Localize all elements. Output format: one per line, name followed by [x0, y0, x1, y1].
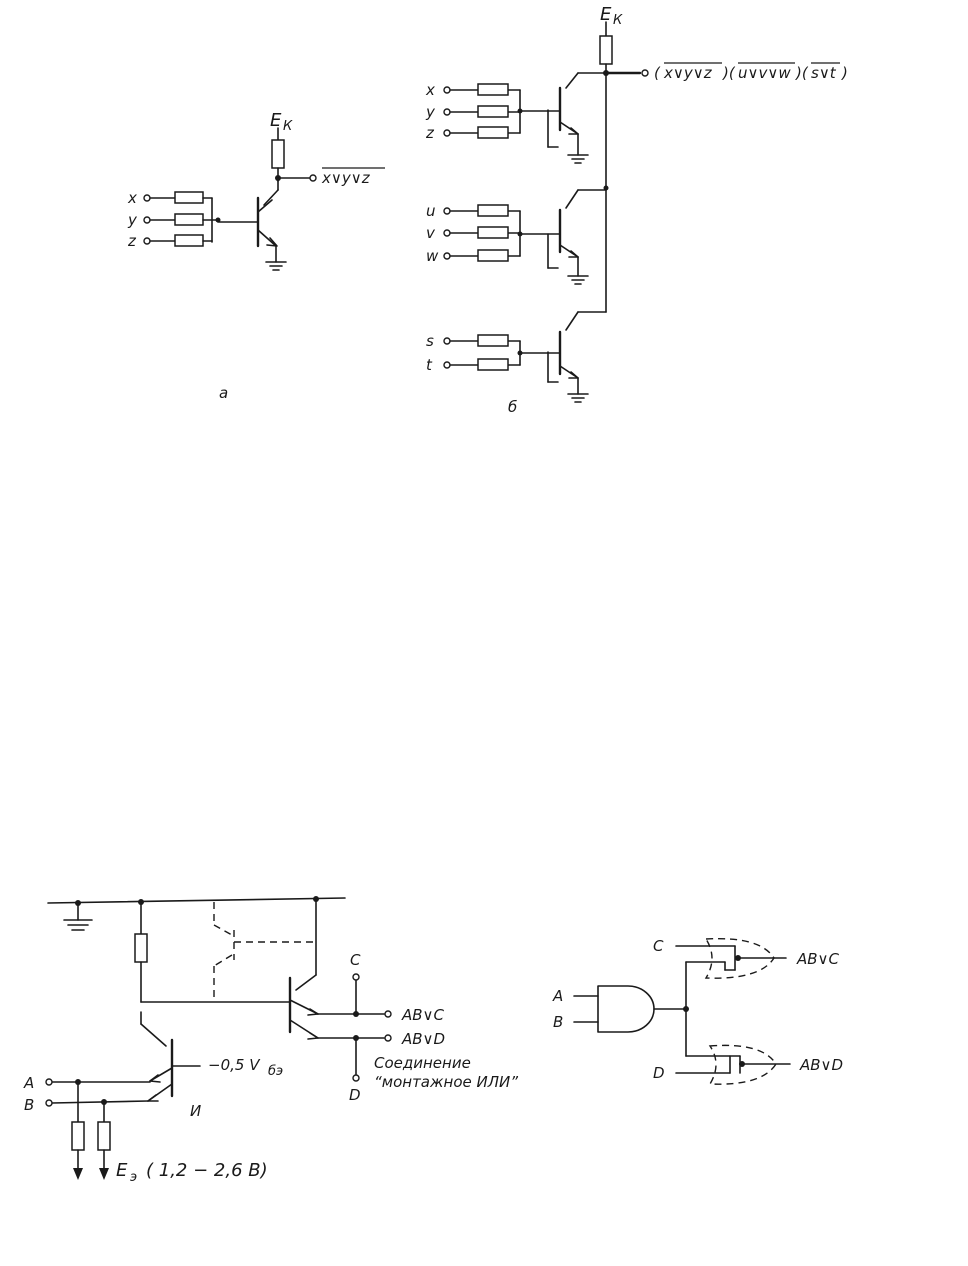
fig-b-transistor-3: [548, 312, 606, 402]
fig-c-ee-label: E: [116, 1160, 128, 1181]
fig-b-resistor-t: [478, 359, 508, 370]
fig-b-resistor-y: [478, 106, 508, 117]
fig-b-input-s: s: [426, 332, 434, 350]
fig-b-input-v: v: [426, 224, 436, 242]
fig-c-terminal-c: C: [350, 951, 361, 969]
fig-b-output-mid2: )(: [795, 64, 809, 82]
fig-c-output-terminal-1: [385, 1011, 391, 1017]
figure-b: E К ( x∨y∨z )( u∨v∨w )( s∨t ): [425, 4, 848, 416]
fig-a-transistor: [258, 198, 286, 270]
fig-a-output-label: x∨y∨z: [321, 169, 371, 187]
fig-b-resistor-z: [478, 127, 508, 138]
fig-c-vbe-subscript: бэ: [268, 1064, 283, 1079]
fig-c-ee-subscript: э: [130, 1170, 137, 1185]
fig-a-input-z: z: [127, 232, 137, 250]
fig-c-output-terminal-2: [385, 1035, 391, 1041]
fig-c-note-line2: “монтажное ИЛИ”: [374, 1073, 518, 1091]
fig-b-supply-subscript: К: [613, 13, 623, 28]
fig-c-vbe-label: −0,5 V: [208, 1056, 261, 1074]
fig-d-input-b: B: [553, 1013, 563, 1031]
fig-d-input-d: D: [653, 1064, 665, 1082]
fig-b-output-term2: u∨v∨w: [738, 64, 791, 82]
fig-d-and-gate: [598, 986, 654, 1032]
fig-c-output-transistor: [290, 899, 318, 1039]
fig-a-caption: а: [219, 384, 228, 402]
fig-c-emitter-resistor-a: [72, 1122, 84, 1150]
fig-a-input-resistor-y: [175, 214, 203, 225]
fig-c-emitter-resistor-b: [98, 1122, 110, 1150]
fig-b-input-w: w: [426, 247, 439, 265]
fig-b-collector-resistor: [600, 36, 612, 64]
fig-c-input-b: B: [24, 1096, 34, 1114]
fig-a-input-x: x: [127, 189, 137, 207]
figure-d: A B C AB∨C D AB∨D: [552, 937, 843, 1084]
fig-b-transistor-1: [548, 73, 606, 163]
fig-b-output-term1: x∨y∨z: [663, 64, 713, 82]
fig-a-input-resistor-x: [175, 192, 203, 203]
fig-b-resistor-x: [478, 84, 508, 95]
fig-d-output-1: AB∨C: [796, 950, 840, 968]
fig-b-resistor-s: [478, 335, 508, 346]
fig-b-input-u: u: [426, 202, 436, 220]
fig-c-and-label: И: [190, 1102, 201, 1120]
figure-a: E К x∨y∨z: [127, 110, 385, 402]
fig-a-input-y: y: [127, 211, 138, 229]
fig-a-supply-subscript: К: [283, 119, 293, 134]
fig-d-input-c: C: [653, 937, 664, 955]
fig-c-input-a: A: [23, 1074, 34, 1092]
fig-c-input-transistor: [141, 1012, 172, 1101]
fig-b-resistor-w: [478, 250, 508, 261]
fig-b-output-term3: s∨t: [811, 64, 837, 82]
fig-b-output-open: (: [654, 64, 661, 82]
fig-a-collector-resistor: [272, 140, 284, 168]
fig-b-resistor-v: [478, 227, 508, 238]
fig-a-output-terminal: [310, 175, 316, 181]
fig-c-note-line1: Соединение: [374, 1054, 471, 1072]
fig-b-transistor-2: [548, 190, 606, 284]
fig-d-input-a: A: [552, 987, 563, 1005]
fig-d-or-gate-upper: [676, 939, 786, 979]
fig-c-collector-resistor: [135, 934, 147, 962]
fig-c-ee-range: ( 1,2 − 2,6 В): [146, 1160, 268, 1181]
fig-b-output-terminal: [642, 70, 648, 76]
fig-c-output-2: AB∨D: [401, 1030, 445, 1048]
fig-b-input-z: z: [425, 124, 435, 142]
fig-b-output-mid1: )(: [722, 64, 736, 82]
fig-b-caption: б: [508, 398, 517, 416]
fig-a-input-resistor-z: [175, 235, 203, 246]
fig-c-output-1: AB∨C: [401, 1006, 445, 1024]
fig-b-resistor-u: [478, 205, 508, 216]
fig-b-output-close: ): [841, 64, 848, 82]
fig-a-supply-label: E: [270, 110, 282, 131]
fig-d-or-gate-lower: [676, 1045, 790, 1084]
fig-c-terminal-d: D: [349, 1086, 361, 1104]
fig-b-input-y: y: [425, 103, 436, 121]
fig-d-output-2: AB∨D: [799, 1056, 843, 1074]
figure-c: AB∨C AB∨D C D Соединение “монтажное ИЛИ”…: [23, 896, 518, 1185]
fig-b-input-t: t: [426, 356, 433, 374]
fig-b-input-x: x: [425, 81, 435, 99]
